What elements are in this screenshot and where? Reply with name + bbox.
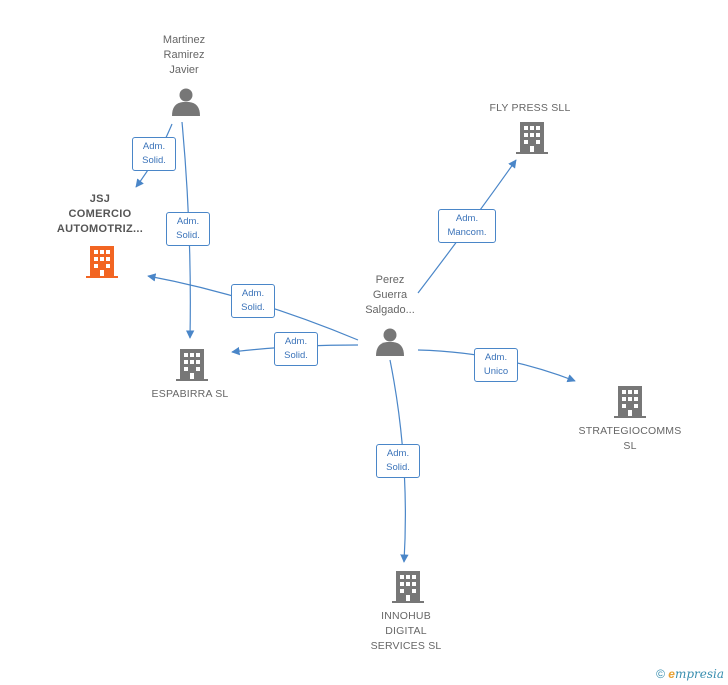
edge-label-perez-espabirra[interactable]: Adm. Solid. <box>274 332 318 366</box>
edges <box>135 121 576 563</box>
edge-label-martinez-jsj[interactable]: Adm. Solid. <box>132 137 176 171</box>
company-node-flypress[interactable]: FLY PRESS SLL <box>470 101 590 116</box>
edge-label-perez-innohub[interactable]: Adm. Solid. <box>376 444 420 478</box>
company-node-strategiocomms[interactable]: STRATEGIOCOMMS SL <box>564 424 696 454</box>
company-node-jsj[interactable]: JSJ COMERCIO AUTOMOTRIZ... <box>40 192 160 237</box>
building-icon-strategiocomms <box>614 386 646 418</box>
company-node-espabirra[interactable]: ESPABIRRA SL <box>130 387 250 402</box>
node-label: STRATEGIOCOMMS SL <box>578 425 682 452</box>
edge-label-perez-flypress[interactable]: Adm. Mancom. <box>438 209 496 243</box>
person-node-martinez[interactable]: Martinez Ramirez Javier <box>134 33 234 78</box>
node-label: ESPABIRRA SL <box>151 388 229 400</box>
edge-label-perez-strategio[interactable]: Adm. Unico <box>474 348 518 382</box>
node-label: Perez Guerra Salgado... <box>365 274 415 316</box>
person-icon <box>172 88 200 116</box>
empresia-watermark: © empresia <box>656 667 724 681</box>
company-node-innohub[interactable]: INNOHUB DIGITAL SERVICES SL <box>346 609 466 654</box>
edge-label-martinez-espabirra[interactable]: Adm. Solid. <box>166 212 210 246</box>
brand-rest: mpresia <box>674 667 724 681</box>
building-icon-jsj <box>86 246 118 278</box>
person-icon <box>376 328 404 356</box>
building-icon-espabirra <box>176 349 208 381</box>
edge-label-perez-jsj[interactable]: Adm. Solid. <box>231 284 275 318</box>
node-label: Martinez Ramirez Javier <box>162 34 206 76</box>
node-label: FLY PRESS SLL <box>489 102 571 114</box>
building-icon-flypress <box>516 122 548 154</box>
building-icon-innohub <box>392 571 424 603</box>
node-label: INNOHUB DIGITAL SERVICES SL <box>370 610 442 652</box>
brand-e: e <box>668 667 675 681</box>
node-label: JSJ COMERCIO AUTOMOTRIZ... <box>56 193 144 235</box>
copyright-icon: © <box>656 667 665 681</box>
person-node-perez[interactable]: Perez Guerra Salgado... <box>340 273 440 318</box>
